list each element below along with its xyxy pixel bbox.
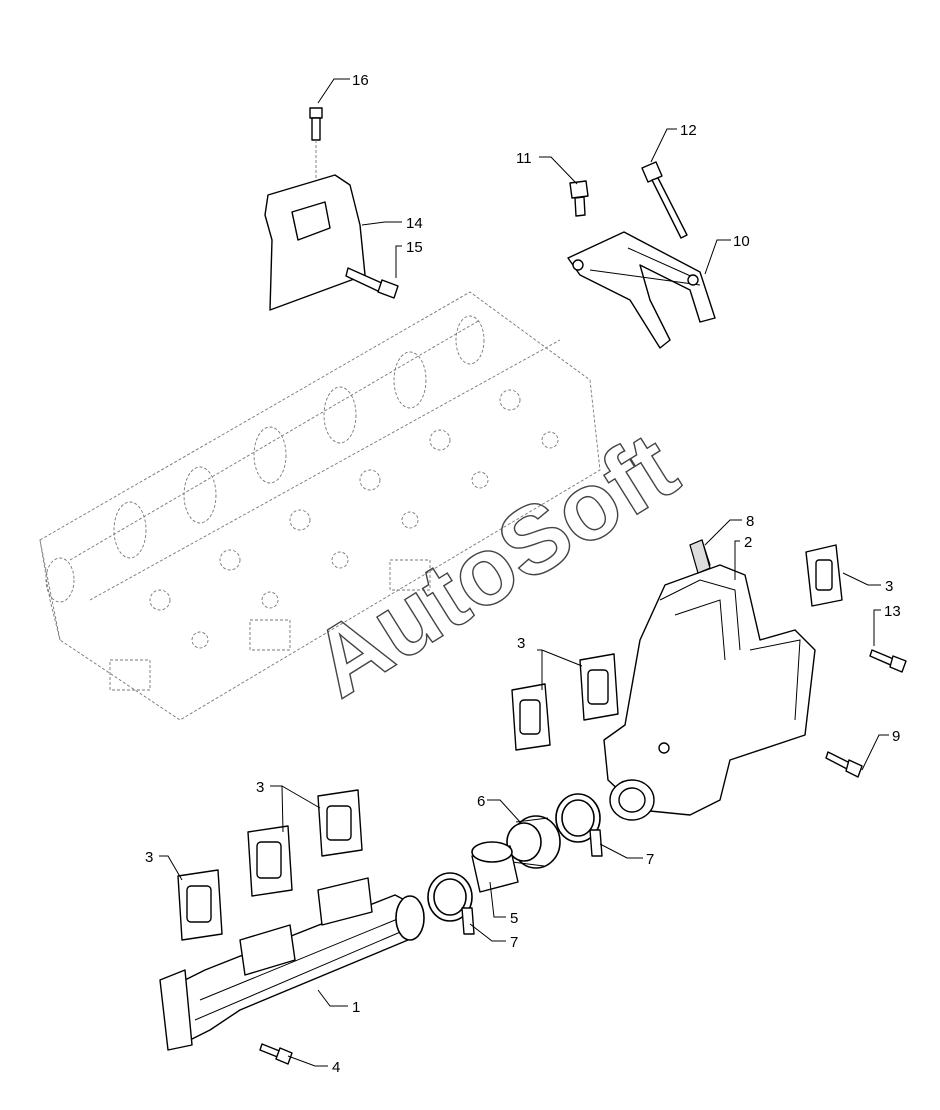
part-7-clamp-upper — [555, 793, 603, 857]
callout-12: 12 — [680, 122, 697, 139]
callout-13: 13 — [884, 603, 901, 620]
gasket-3-right — [805, 544, 843, 607]
callout-16: 16 — [352, 72, 369, 89]
gasket-3-mid-b — [579, 653, 619, 721]
callout-10: 10 — [733, 233, 750, 250]
callout-6: 6 — [477, 793, 485, 810]
callout-11: 11 — [516, 150, 532, 167]
callout-15: 15 — [406, 239, 423, 256]
cylinder-head — [39, 291, 601, 721]
callout-7-upper: 7 — [646, 851, 654, 868]
part-14-heat-shield — [264, 174, 366, 311]
part-10-bracket — [567, 231, 716, 349]
part-4-bolt — [259, 1043, 293, 1065]
gasket-3-low-a — [317, 789, 363, 857]
callout-14: 14 — [406, 215, 423, 232]
callout-4: 4 — [332, 1059, 340, 1076]
callout-8: 8 — [746, 513, 754, 530]
gasket-3-mid-a — [511, 683, 551, 751]
part-15-bolt — [345, 267, 399, 299]
leader-lines — [159, 78, 889, 1067]
part-7-clamp-lower — [427, 872, 475, 935]
callout-3-right: 3 — [885, 578, 893, 595]
part-5-sleeve — [471, 841, 519, 893]
callout-7-lower: 7 — [510, 934, 518, 951]
part-12-bolt — [641, 161, 688, 239]
part-11-bolt — [569, 180, 589, 217]
part-2-manifold-section — [603, 539, 816, 821]
callout-9: 9 — [892, 728, 900, 745]
part-9-bolt — [825, 751, 863, 778]
part-16-bolt — [309, 107, 323, 205]
part-8-pin — [689, 539, 711, 574]
gasket-3-low-b — [247, 825, 293, 897]
callout-3-low-top: 3 — [256, 779, 264, 796]
part-1-manifold-section — [159, 877, 425, 1051]
callout-5: 5 — [510, 910, 518, 927]
callout-2: 2 — [744, 534, 752, 551]
part-13-bolt — [869, 649, 907, 673]
callout-3-low-left: 3 — [145, 849, 153, 866]
gasket-3-low-c — [177, 869, 223, 941]
callout-labels: 16 14 15 11 12 10 8 2 3 13 3 9 6 7 3 3 5… — [145, 72, 901, 1076]
callout-1: 1 — [352, 999, 360, 1016]
part-6-sleeve — [506, 815, 561, 869]
callout-3-mid: 3 — [517, 635, 525, 652]
